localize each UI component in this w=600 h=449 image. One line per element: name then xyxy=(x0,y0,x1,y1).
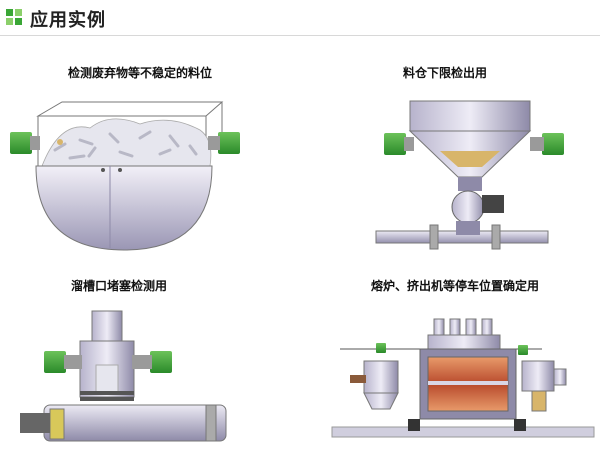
header-divider xyxy=(0,35,600,36)
caption-chute-blockage: 溜槽口堵塞检测用 xyxy=(70,279,167,293)
waste-hopper-illustration xyxy=(10,101,240,251)
green-squares-icon xyxy=(6,9,22,25)
section-title: 应用实例 xyxy=(30,10,106,31)
chute-illustration xyxy=(20,310,227,442)
furnace-illustration xyxy=(331,318,595,438)
caption-silo-lower-limit: 料仓下限检出用 xyxy=(402,66,487,80)
caption-waste-level: 检测废弃物等不稳定的料位 xyxy=(67,66,212,80)
silo-illustration xyxy=(375,100,564,250)
caption-furnace-stop-position: 熔炉、挤出机等停车位置确定用 xyxy=(370,279,539,293)
section-header: 应用实例 xyxy=(0,0,600,36)
